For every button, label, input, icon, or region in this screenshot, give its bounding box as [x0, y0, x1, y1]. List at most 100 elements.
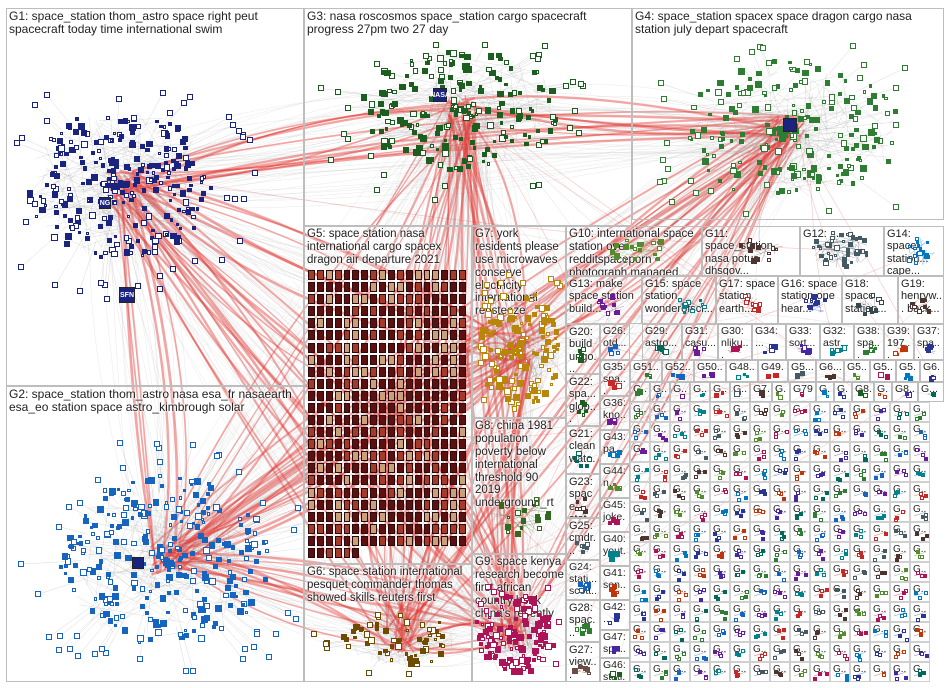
- node: [839, 233, 844, 238]
- node: [19, 135, 25, 141]
- node: [610, 294, 616, 300]
- node: [380, 109, 386, 115]
- node: [412, 86, 418, 92]
- node: [344, 415, 351, 425]
- node: [869, 307, 873, 311]
- node: [59, 565, 63, 569]
- node: [415, 463, 422, 473]
- node: [872, 145, 876, 149]
- node: [510, 647, 514, 651]
- node: [70, 225, 76, 231]
- node: [488, 616, 491, 619]
- node: [478, 360, 484, 366]
- node: [432, 439, 439, 449]
- node: [335, 524, 342, 534]
- node: [248, 599, 255, 606]
- node: [789, 88, 793, 92]
- node: [473, 146, 476, 149]
- node: [361, 270, 368, 280]
- node: [854, 143, 859, 148]
- node: [459, 306, 466, 316]
- node: [542, 43, 548, 49]
- mini-group-box: G...: [650, 642, 670, 662]
- node: [546, 332, 550, 336]
- node: [257, 551, 261, 555]
- node: [308, 391, 315, 401]
- node: [351, 629, 356, 634]
- node: [884, 97, 888, 101]
- node: [57, 138, 63, 144]
- node: [699, 299, 702, 302]
- node: [379, 475, 386, 485]
- node: [379, 536, 386, 546]
- node: [231, 545, 236, 550]
- node: [415, 355, 422, 365]
- group-label: G45: joke...: [603, 500, 628, 532]
- node: [209, 542, 216, 549]
- node: [104, 135, 109, 140]
- node: [90, 526, 93, 529]
- node: [317, 318, 324, 328]
- node: [488, 53, 495, 60]
- node: [73, 129, 79, 135]
- node: [415, 330, 422, 340]
- node: [718, 179, 722, 183]
- group-label: G1: space_station thom_astro space right…: [9, 10, 302, 37]
- node: [308, 306, 315, 316]
- node: [361, 355, 368, 365]
- node: [791, 173, 797, 179]
- node: [252, 170, 258, 176]
- node: [748, 238, 753, 243]
- node: [748, 77, 752, 81]
- node: [96, 547, 103, 554]
- node: [216, 557, 221, 562]
- node: [536, 129, 540, 133]
- node: [97, 576, 101, 580]
- node: [485, 147, 490, 152]
- node: [381, 144, 387, 150]
- node: [432, 355, 439, 365]
- node: [111, 251, 118, 258]
- node: [155, 565, 159, 569]
- node: [502, 349, 508, 355]
- node: [180, 190, 186, 196]
- node: [482, 160, 485, 163]
- node: [113, 132, 116, 135]
- node: [172, 536, 177, 541]
- node: [94, 161, 98, 165]
- node: [388, 330, 395, 340]
- node: [446, 123, 451, 128]
- node: [130, 191, 134, 195]
- node: [396, 638, 401, 643]
- node: [54, 153, 59, 158]
- node: [475, 620, 479, 624]
- node: [335, 439, 342, 449]
- node: [87, 199, 90, 202]
- node: [554, 329, 560, 335]
- node: [388, 145, 392, 149]
- node: [190, 552, 194, 556]
- node: [581, 347, 586, 352]
- node: [449, 59, 454, 64]
- node: [415, 512, 422, 522]
- node: [335, 451, 342, 461]
- node: [718, 99, 724, 105]
- node: [335, 379, 342, 389]
- node: [757, 160, 763, 166]
- node: [361, 343, 368, 353]
- node: [112, 513, 116, 517]
- node: [388, 451, 395, 461]
- node: [175, 239, 181, 245]
- node: [146, 529, 150, 533]
- node: [476, 108, 482, 114]
- node: [498, 77, 502, 81]
- node: [94, 597, 98, 601]
- node: [638, 248, 642, 252]
- node: [890, 141, 894, 145]
- node: [160, 555, 164, 559]
- node: [555, 348, 558, 351]
- node: [553, 122, 557, 126]
- group-label: G21: clean wate...: [569, 428, 598, 474]
- node: [535, 352, 539, 356]
- node: [525, 359, 528, 362]
